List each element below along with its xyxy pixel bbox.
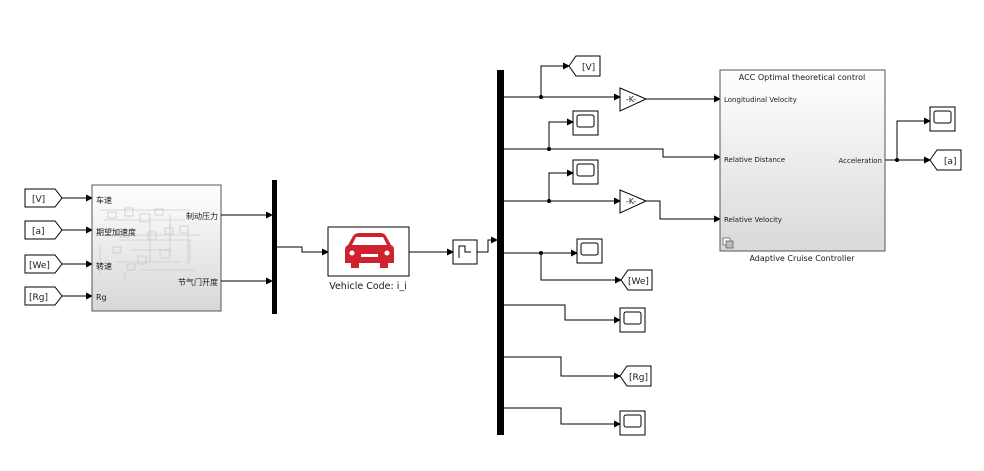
- car-icon: [345, 233, 394, 268]
- acc-port-longitudinal-velocity: Longitudinal Velocity: [724, 96, 797, 104]
- port-in-desired-accel: 期望加速度: [96, 227, 136, 237]
- gain-relative-velocity[interactable]: -K-: [619, 189, 648, 214]
- adaptive-cruise-controller-block[interactable]: ACC Optimal theoretical control Longitud…: [719, 69, 886, 263]
- gain-velocity[interactable]: -K-: [619, 87, 648, 112]
- scope-icon: [580, 242, 599, 256]
- gain-relative-velocity-label: -K-: [626, 197, 636, 206]
- goto-tag-v[interactable]: [V]: [568, 55, 601, 77]
- vehicle-dynamics-subsystem[interactable]: 车速 期望加速度 转速 Rg 制动压力 节气门开度: [91, 184, 222, 312]
- memory-block[interactable]: [452, 239, 478, 265]
- goto-tag-we-label: [We]: [628, 277, 649, 287]
- from-tag-a[interactable]: [a]: [24, 220, 63, 240]
- from-tag-a-label: [a]: [32, 227, 45, 237]
- from-tag-we-label: [We]: [29, 261, 50, 271]
- scope-icon: [623, 311, 642, 325]
- from-tag-v-label: [V]: [32, 195, 45, 205]
- vehicle-block-caption: Vehicle Code: i_i: [329, 281, 407, 292]
- scope-we[interactable]: [576, 238, 603, 264]
- subsystem-preview-icon: [99, 207, 200, 282]
- scope-output5[interactable]: [619, 307, 646, 333]
- demux-bar[interactable]: [497, 70, 504, 435]
- mask-icon: [722, 237, 734, 249]
- input-wires: [62, 194, 93, 300]
- goto-tag-rg[interactable]: [Rg]: [619, 365, 652, 387]
- from-tag-rg[interactable]: [Rg]: [24, 286, 63, 306]
- port-out-throttle: 节气门开度: [178, 277, 218, 287]
- scope-output7[interactable]: [619, 410, 646, 436]
- scope-icon: [576, 163, 595, 177]
- port-in-rg: Rg: [96, 293, 107, 302]
- gain-velocity-label: -K-: [626, 95, 636, 104]
- scope-relative-velocity[interactable]: [572, 159, 599, 185]
- scope-icon: [576, 114, 595, 128]
- goto-tag-a[interactable]: [a]: [929, 149, 962, 171]
- from-tag-v[interactable]: [V]: [24, 188, 63, 208]
- acc-block-caption: Adaptive Cruise Controller: [749, 254, 855, 263]
- goto-tag-v-label: [V]: [582, 63, 595, 73]
- port-out-brake-pressure: 制动压力: [186, 211, 218, 221]
- port-in-rpm: 转速: [96, 261, 112, 271]
- wire-junctions: [539, 95, 899, 255]
- scope-distance[interactable]: [572, 110, 599, 136]
- mux-to-vehicle-wire: [277, 246, 329, 256]
- acc-block-title: ACC Optimal theoretical control: [739, 73, 865, 82]
- demux-output-wires: [504, 62, 931, 428]
- scope-icon: [623, 414, 642, 428]
- vehicle-block[interactable]: Vehicle Code: i_i: [327, 226, 410, 292]
- scope-acceleration[interactable]: [929, 106, 956, 132]
- memory-icon: [458, 245, 471, 258]
- subsystem-output-wires: [221, 211, 273, 285]
- goto-tag-rg-label: [Rg]: [629, 373, 648, 383]
- mux-bar-left[interactable]: [272, 180, 277, 314]
- acc-port-relative-distance: Relative Distance: [724, 156, 785, 164]
- from-tag-rg-label: [Rg]: [29, 293, 48, 303]
- scope-icon: [933, 110, 952, 124]
- goto-tag-we[interactable]: [We]: [620, 269, 653, 291]
- acc-port-acceleration: Acceleration: [839, 157, 883, 165]
- port-in-speed: 车速: [96, 195, 112, 205]
- acc-port-relative-velocity: Relative Velocity: [724, 216, 782, 224]
- memory-to-demux-wire: [477, 236, 498, 253]
- from-tag-we[interactable]: [We]: [24, 254, 63, 274]
- goto-tag-a-label: [a]: [944, 157, 957, 167]
